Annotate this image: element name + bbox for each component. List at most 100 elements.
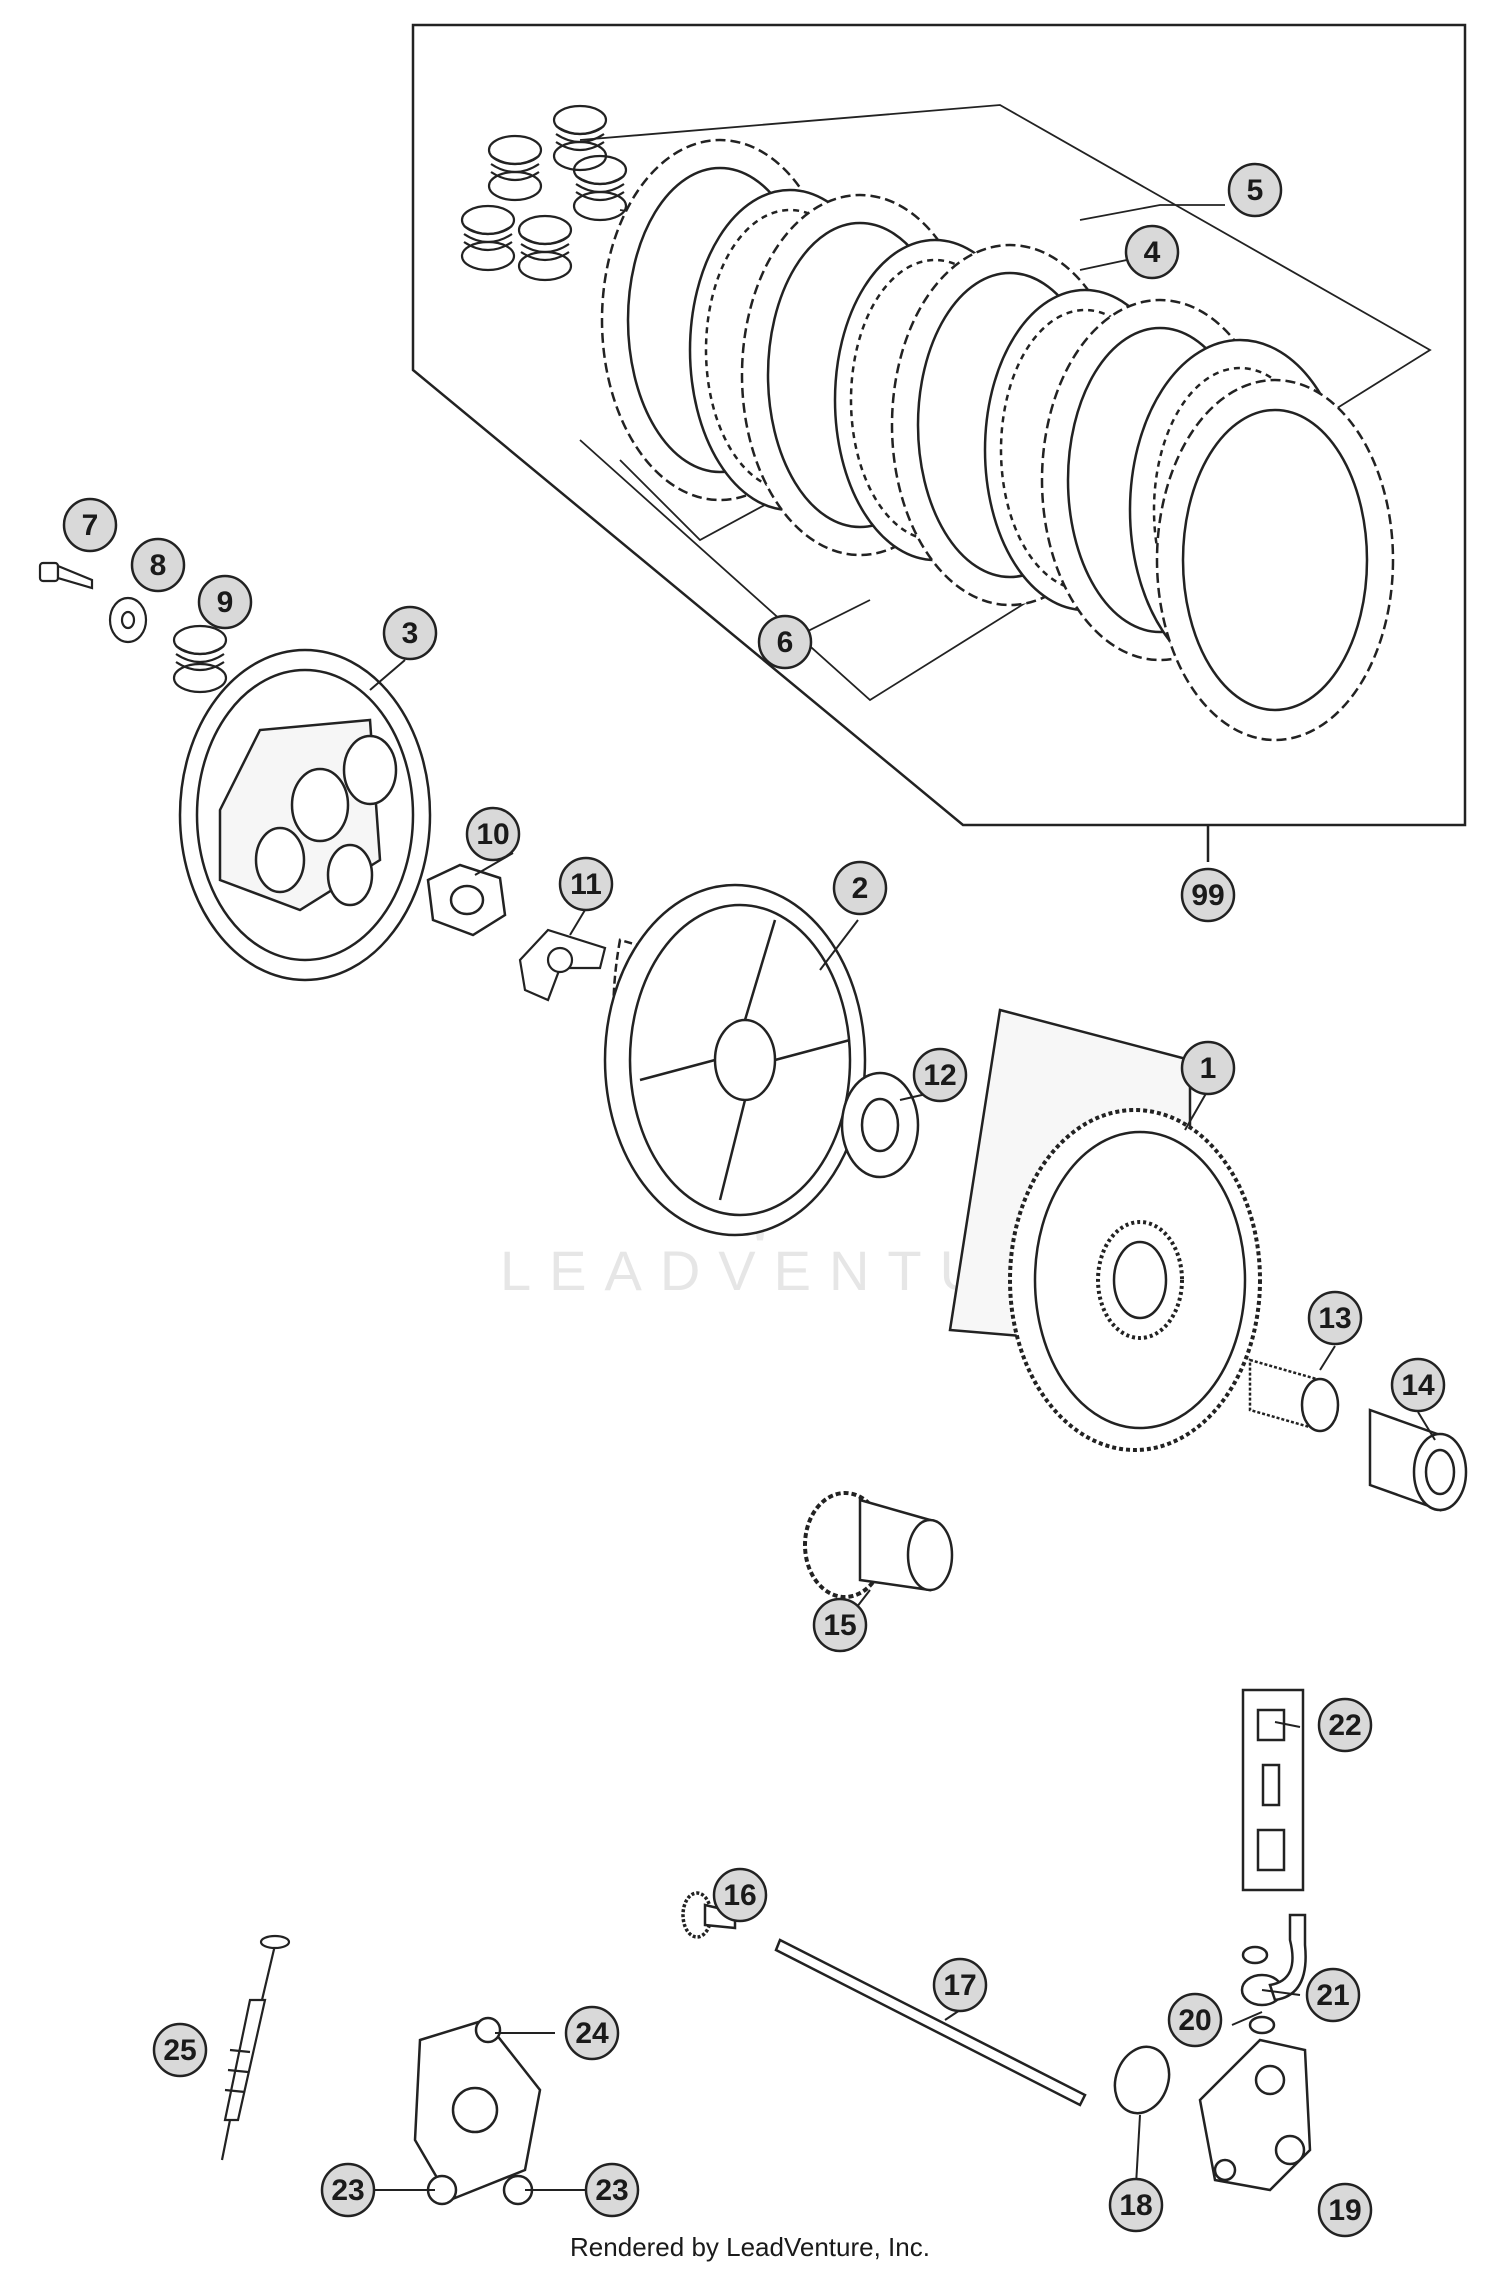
callout-circle bbox=[1180, 867, 1236, 923]
callout-c17: 17 bbox=[932, 1957, 988, 2013]
callout-c22: 22 bbox=[1317, 1697, 1373, 1753]
bushing bbox=[1368, 1408, 1468, 1512]
callout-c11: 11 bbox=[558, 856, 614, 912]
callout-c6: 6 bbox=[757, 614, 813, 670]
o-ring bbox=[1113, 2045, 1171, 2115]
thrust-washer bbox=[840, 1071, 920, 1179]
callout-circle bbox=[1305, 1967, 1361, 2023]
callout-c18: 18 bbox=[1108, 2177, 1164, 2233]
callout-label: 14 bbox=[1401, 1369, 1435, 1402]
callout-label: 22 bbox=[1328, 1709, 1361, 1742]
footer-credit: Rendered by LeadVenture, Inc. bbox=[570, 2232, 930, 2262]
callout-label: 19 bbox=[1328, 2194, 1361, 2227]
pressure-plate bbox=[178, 648, 432, 982]
callout-label: 9 bbox=[217, 586, 234, 619]
callout-label: 4 bbox=[1144, 236, 1161, 269]
callout-circle bbox=[1317, 1697, 1373, 1753]
callout-c15: 15 bbox=[812, 1597, 868, 1653]
callout-circle bbox=[1307, 1290, 1363, 1346]
callout-circle bbox=[812, 1597, 868, 1653]
callout-label: 10 bbox=[476, 818, 509, 851]
leader-lines bbox=[369, 659, 1436, 2191]
callout-circle bbox=[757, 614, 813, 670]
callout-circle bbox=[1167, 1992, 1223, 2048]
spring-single bbox=[172, 624, 228, 694]
callout-label: 24 bbox=[575, 2017, 609, 2050]
banjo-fitting bbox=[1240, 1913, 1307, 2035]
callout-circle bbox=[558, 856, 614, 912]
pressure-screw bbox=[38, 561, 94, 590]
callout-c3: 3 bbox=[382, 605, 438, 661]
callout-circle bbox=[465, 806, 521, 862]
callout-c23b: 23 bbox=[584, 2162, 640, 2218]
callout-c21: 21 bbox=[1305, 1967, 1361, 2023]
callout-circle bbox=[130, 537, 186, 593]
callout-label: 11 bbox=[570, 868, 602, 901]
callout-c12: 12 bbox=[912, 1047, 968, 1103]
callout-label: 25 bbox=[163, 2034, 196, 2067]
callout-label: 20 bbox=[1178, 2004, 1211, 2037]
callout-label: 18 bbox=[1119, 2189, 1152, 2222]
callout-circle bbox=[1317, 2182, 1373, 2238]
callout-c5: 5 bbox=[1227, 162, 1283, 218]
callout-circle bbox=[832, 860, 888, 916]
bleed-syringe bbox=[220, 1934, 291, 2161]
bleeder-kit bbox=[1241, 1688, 1305, 1892]
callout-label: 16 bbox=[723, 1879, 756, 1912]
callout-label: 17 bbox=[943, 1969, 976, 2002]
callout-c4: 4 bbox=[1124, 224, 1180, 280]
callout-c7: 7 bbox=[62, 497, 118, 553]
callout-c9: 9 bbox=[197, 574, 253, 630]
callout-circle bbox=[320, 2162, 376, 2218]
callout-circle bbox=[932, 1957, 988, 2013]
slave-cylinder bbox=[1198, 2038, 1312, 2192]
callout-label: 5 bbox=[1247, 174, 1264, 207]
callout-circle bbox=[712, 1867, 768, 1923]
callout-label: 2 bbox=[852, 872, 869, 905]
callout-c13: 13 bbox=[1307, 1290, 1363, 1346]
callout-circle bbox=[1124, 224, 1180, 280]
callout-label: 1 bbox=[1200, 1052, 1217, 1085]
callout-circle bbox=[564, 2005, 620, 2061]
callout-circle bbox=[197, 574, 253, 630]
callout-c1: 1 bbox=[1180, 1040, 1236, 1096]
callout-circle bbox=[382, 605, 438, 661]
callout-c24: 24 bbox=[564, 2005, 620, 2061]
callout-circle bbox=[584, 2162, 640, 2218]
push-rod bbox=[774, 1938, 1087, 2107]
callout-circle bbox=[62, 497, 118, 553]
callout-c23a: 23 bbox=[320, 2162, 376, 2218]
callout-label: 21 bbox=[1316, 1979, 1349, 2012]
callout-circle bbox=[1108, 2177, 1164, 2233]
callout-c25: 25 bbox=[152, 2022, 208, 2078]
callout-c10: 10 bbox=[465, 806, 521, 862]
callout-label: 8 bbox=[150, 549, 167, 582]
callout-label: 6 bbox=[777, 626, 794, 659]
slave-cover bbox=[413, 2016, 542, 2206]
lock-washer bbox=[518, 928, 607, 1002]
callout-label: 15 bbox=[823, 1609, 856, 1642]
callout-c2: 2 bbox=[832, 860, 888, 916]
callout-label: 12 bbox=[923, 1059, 956, 1092]
washer bbox=[108, 596, 148, 644]
callout-c20: 20 bbox=[1167, 1992, 1223, 2048]
callout-circle bbox=[152, 2022, 208, 2078]
clutch-springs bbox=[460, 104, 628, 282]
callout-circle bbox=[1227, 162, 1283, 218]
needle-bearing bbox=[1248, 1358, 1340, 1433]
callout-c14: 14 bbox=[1390, 1357, 1446, 1413]
primary-gear bbox=[803, 1491, 954, 1599]
clutch-plates-stack bbox=[600, 138, 1395, 742]
callout-circle bbox=[1180, 1040, 1236, 1096]
callout-c19: 19 bbox=[1317, 2182, 1373, 2238]
callout-circle bbox=[1390, 1357, 1446, 1413]
callout-circle bbox=[912, 1047, 968, 1103]
callout-c16: 16 bbox=[712, 1867, 768, 1923]
callout-label: 13 bbox=[1318, 1302, 1351, 1335]
clutch-basket bbox=[948, 1008, 1262, 1452]
callout-label: 23 bbox=[331, 2174, 364, 2207]
callout-label: 3 bbox=[402, 617, 419, 650]
